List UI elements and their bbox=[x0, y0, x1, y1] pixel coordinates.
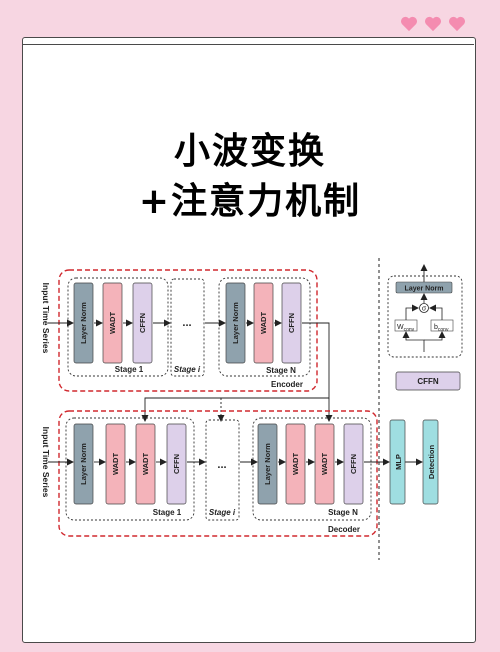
decoder-frame bbox=[58, 410, 378, 537]
encoder-stage-1-label: Stage 1 bbox=[115, 365, 144, 374]
cffn-detail-layer-norm-label: Layer Norm bbox=[405, 286, 444, 293]
encoder-cffn-label: CFFN bbox=[138, 313, 147, 333]
decoder-wadt-label-2: WADT bbox=[141, 453, 150, 475]
encoder-n-wadt-block bbox=[253, 282, 274, 364]
detection-label: Detection bbox=[427, 444, 436, 479]
decoder-wadt-block-1 bbox=[105, 423, 126, 505]
decoder-n-layer-norm-block bbox=[257, 423, 278, 505]
encoder-layer-norm-block bbox=[73, 282, 94, 364]
decoder-stage-i-ellipsis: ... bbox=[217, 459, 226, 471]
decoder-n-wadt-label-2: WADT bbox=[320, 453, 329, 475]
encoder-stage-n-label: Stage N bbox=[266, 366, 296, 375]
decoder-wadt-label-1: WADT bbox=[111, 453, 120, 475]
hearts-decoration bbox=[400, 16, 466, 32]
encoder-cffn-block bbox=[132, 282, 153, 364]
cffn-detail-frame bbox=[387, 275, 463, 358]
decoder-wadt-block-2 bbox=[135, 423, 156, 505]
heart-icon bbox=[449, 16, 465, 32]
heart-icon bbox=[425, 16, 441, 32]
decoder-input-label: Input Time Series bbox=[41, 427, 51, 498]
cffn-detail-block bbox=[395, 371, 461, 391]
decoder-stage-i-box bbox=[205, 419, 240, 521]
encoder-stage-i-box bbox=[170, 278, 205, 377]
decoder-stage-1-box bbox=[65, 417, 195, 521]
decoder-n-wadt-block-1 bbox=[285, 423, 306, 505]
heart-icon bbox=[401, 16, 417, 32]
decoder-stage-i-label: Stage i bbox=[209, 508, 236, 517]
encoder-n-cffn-block bbox=[281, 282, 302, 364]
encoder-stage-i-ellipsis: ... bbox=[182, 317, 191, 329]
decoder-n-layer-norm-label: Layer Norm bbox=[263, 443, 272, 485]
encoder-label: Encoder bbox=[271, 380, 303, 389]
decoder-n-cffn-label: CFFN bbox=[349, 454, 358, 474]
title-line-1: 小波变换 bbox=[173, 131, 326, 172]
encoder-wadt-label: WADT bbox=[108, 312, 117, 334]
detection-block bbox=[422, 419, 439, 505]
decoder-layer-norm-label: Layer Norm bbox=[79, 443, 88, 485]
decoder-stage-1-label: Stage 1 bbox=[153, 508, 182, 517]
content-card bbox=[22, 37, 476, 643]
decoder-cffn-label: CFFN bbox=[172, 454, 181, 474]
w-conv-label: Wconv bbox=[397, 324, 415, 333]
decoder-label: Decoder bbox=[328, 525, 360, 534]
title-line-2: +注意力机制 bbox=[138, 181, 362, 222]
encoder-n-wadt-label: WADT bbox=[259, 312, 268, 334]
mlp-block bbox=[389, 419, 406, 505]
encoder-input-label: Input Time Series bbox=[41, 283, 51, 354]
card-header-line bbox=[22, 44, 474, 45]
decoder-layer-norm-block bbox=[73, 423, 94, 505]
decoder-stage-n-box bbox=[252, 417, 372, 521]
cffn-detail-label: CFFN bbox=[417, 377, 439, 386]
encoder-n-layer-norm-label: Layer Norm bbox=[231, 302, 240, 344]
mlp-label: MLP bbox=[394, 454, 403, 470]
encoder-n-cffn-label: CFFN bbox=[287, 313, 296, 333]
sigma-node bbox=[419, 303, 429, 313]
decoder-n-wadt-label-1: WADT bbox=[291, 453, 300, 475]
decoder-n-wadt-block-2 bbox=[314, 423, 335, 505]
b-conv-label: bconv bbox=[434, 324, 449, 333]
decoder-n-cffn-block bbox=[343, 423, 364, 505]
encoder-frame bbox=[58, 269, 318, 392]
sigma-label: σ bbox=[422, 306, 427, 313]
encoder-wadt-block bbox=[102, 282, 123, 364]
decoder-cffn-block bbox=[166, 423, 187, 505]
encoder-stage-1-box bbox=[67, 277, 169, 377]
cffn-detail-arrows bbox=[402, 304, 446, 352]
encoder-layer-norm-label: Layer Norm bbox=[79, 302, 88, 344]
encoder-stage-n-box bbox=[218, 277, 311, 377]
encoder-arrows bbox=[48, 319, 333, 422]
decoder-stage-n-label: Stage N bbox=[328, 508, 358, 517]
encoder-stage-i-label: Stage i bbox=[174, 365, 201, 374]
encoder-n-layer-norm-block bbox=[225, 282, 246, 364]
